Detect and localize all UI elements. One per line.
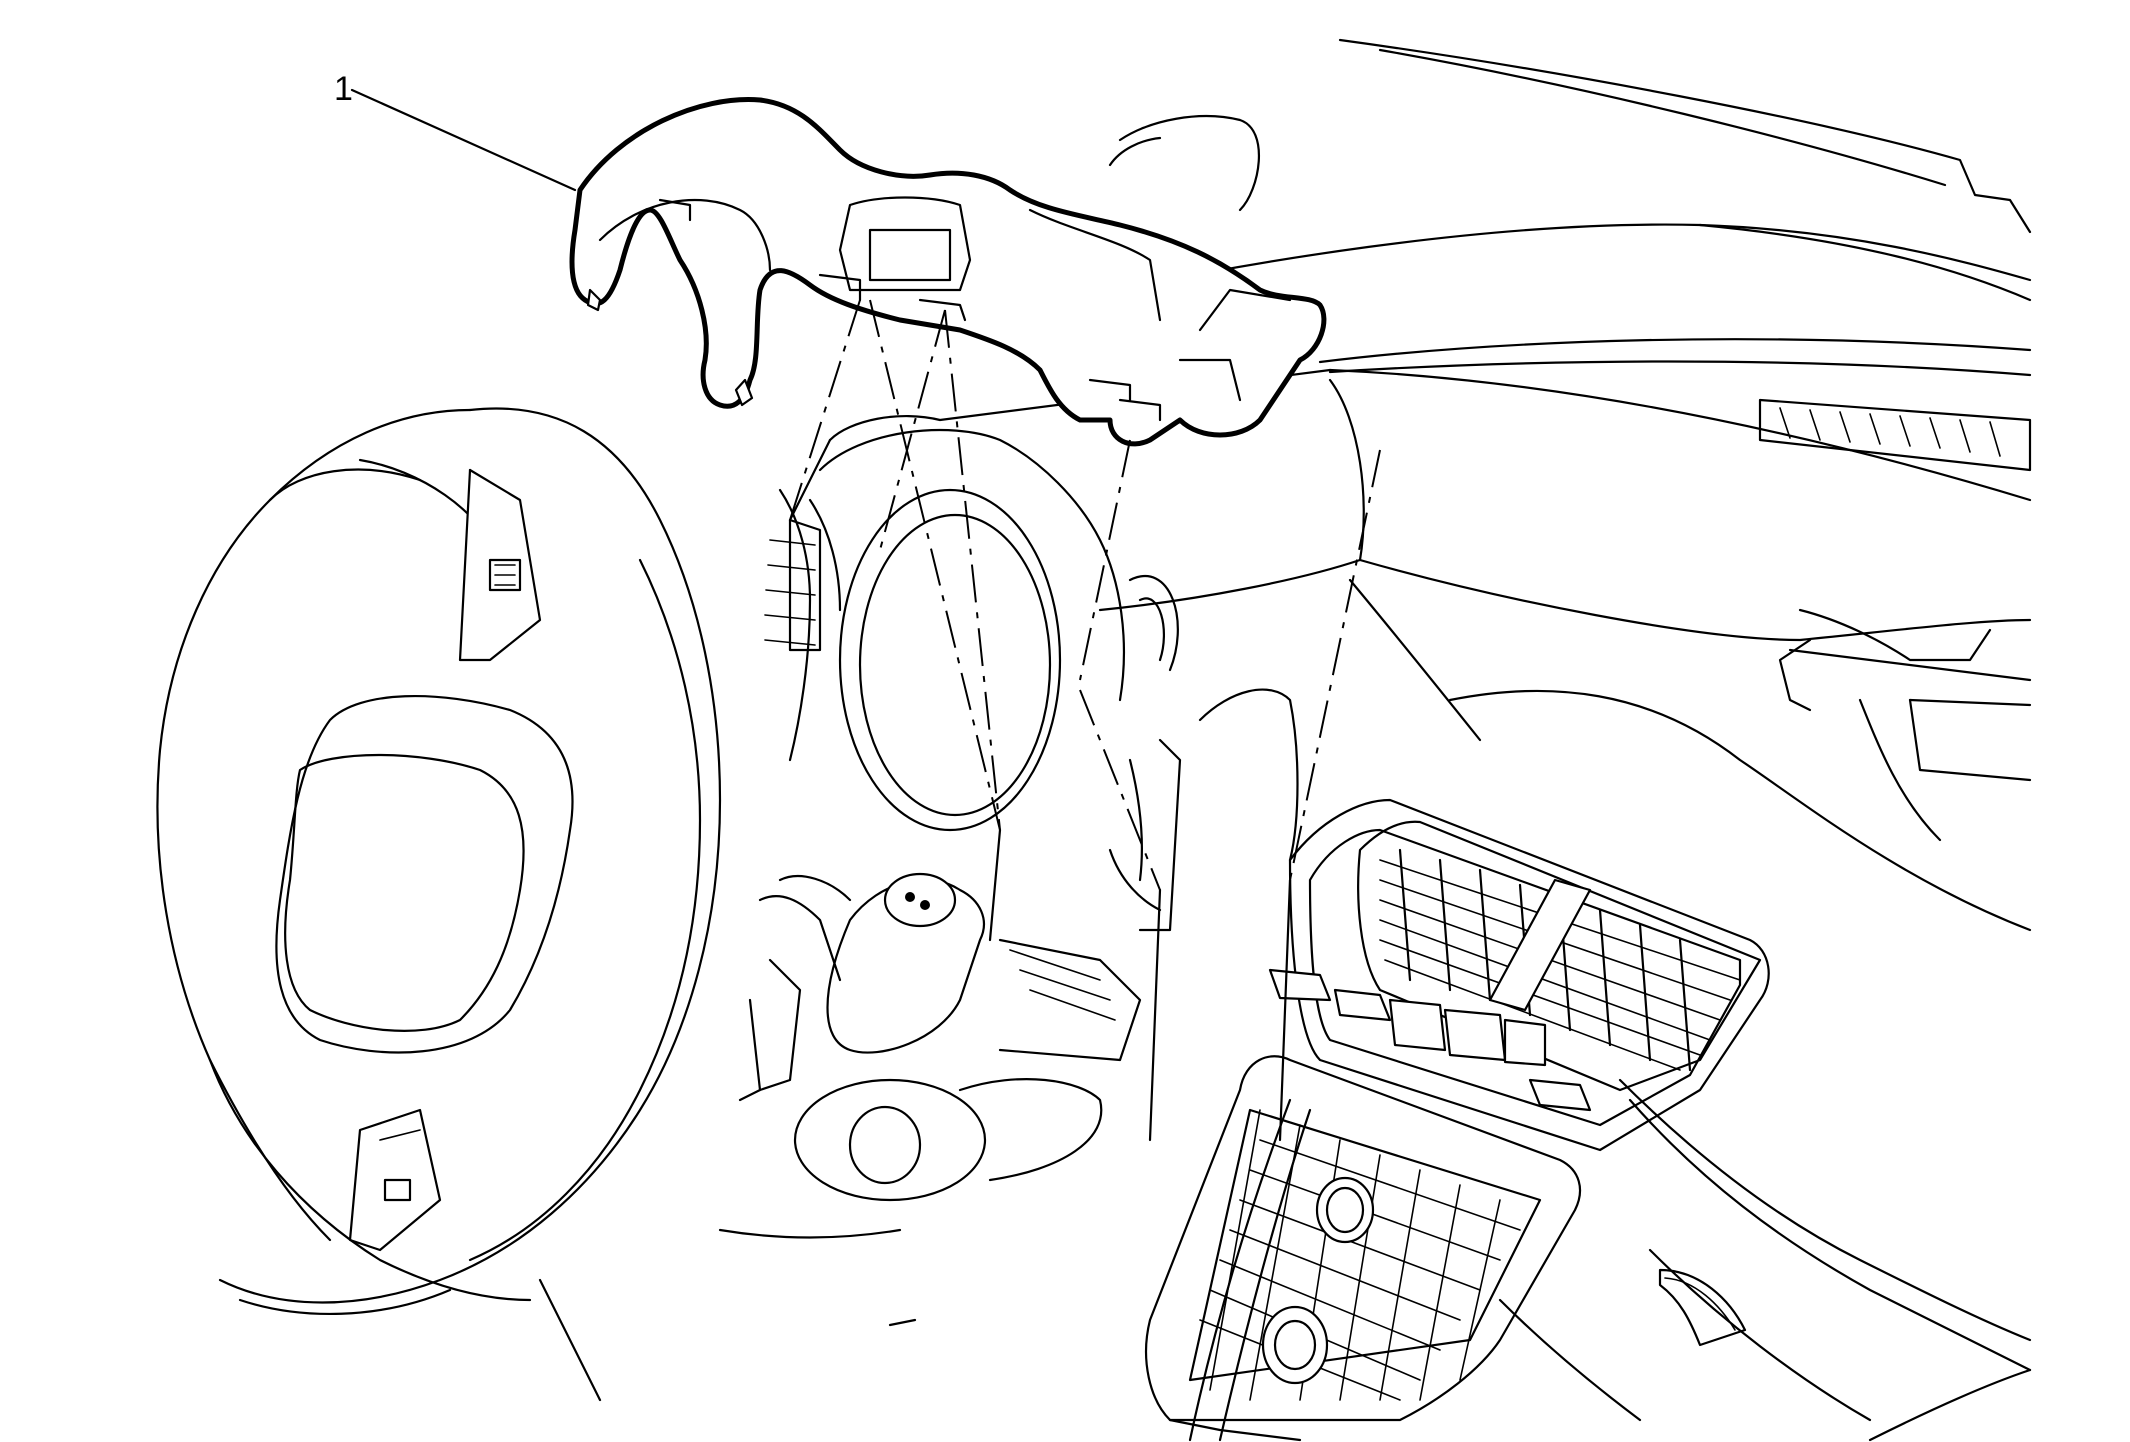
steering-wheel — [156, 407, 917, 1402]
steering-column — [738, 872, 1142, 1202]
callout-label-1: 1 — [334, 70, 353, 108]
center-stack — [1144, 798, 1770, 1442]
steering-column-upper-trim-cover — [569, 97, 1327, 447]
instrument-cluster — [764, 368, 1332, 932]
defroster-grille — [1758, 398, 2032, 472]
dashboard-body — [1098, 368, 2032, 1442]
alignment-lines — [788, 299, 1381, 1142]
side-vent — [1658, 1268, 1747, 1347]
leader-line-1 — [350, 88, 577, 192]
callout-1: 1 — [334, 70, 577, 192]
